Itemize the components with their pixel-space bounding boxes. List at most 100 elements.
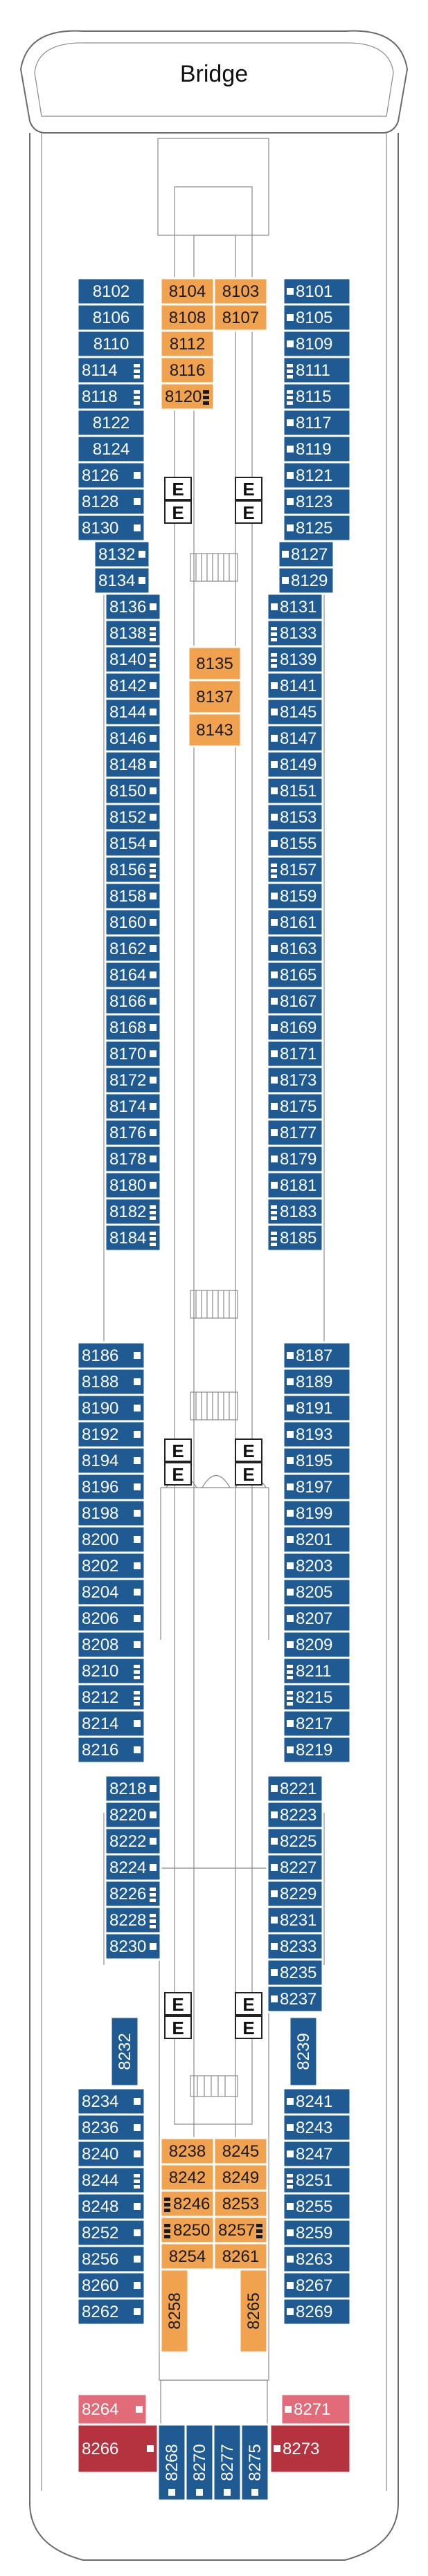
- cabin-8147[interactable]: 8147: [266, 724, 324, 753]
- cabin-8238[interactable]: 8238: [159, 2137, 215, 2166]
- cabin-8138[interactable]: 8138: [104, 619, 162, 648]
- cabin-8102[interactable]: 8102: [76, 277, 146, 306]
- cabin-8125[interactable]: 8125: [282, 513, 352, 542]
- cabin-8109[interactable]: 8109: [282, 329, 352, 358]
- cabin-8170[interactable]: 8170: [104, 1039, 162, 1068]
- cabin-8146[interactable]: 8146: [104, 724, 162, 753]
- cabin-8259[interactable]: 8259: [282, 2218, 352, 2247]
- cabin-8135[interactable]: 8135: [187, 646, 242, 682]
- cabin-8216[interactable]: 8216: [76, 1735, 146, 1764]
- cabin-8246[interactable]: 8246: [159, 2189, 215, 2218]
- cabin-8183[interactable]: 8183: [266, 1197, 324, 1226]
- cabin-8162[interactable]: 8162: [104, 934, 162, 963]
- cabin-8217[interactable]: 8217: [282, 1709, 352, 1738]
- cabin-8273[interactable]: 8273: [269, 2423, 352, 2474]
- cabin-8197[interactable]: 8197: [282, 1472, 352, 1501]
- cabin-8228[interactable]: 8228: [104, 1906, 162, 1935]
- cabin-8182[interactable]: 8182: [104, 1197, 162, 1226]
- cabin-8201[interactable]: 8201: [282, 1525, 352, 1554]
- cabin-8226[interactable]: 8226: [104, 1879, 162, 1908]
- cabin-8242[interactable]: 8242: [159, 2163, 215, 2192]
- cabin-8230[interactable]: 8230: [104, 1932, 162, 1961]
- cabin-8191[interactable]: 8191: [282, 1394, 352, 1423]
- cabin-8104[interactable]: 8104: [159, 277, 215, 306]
- cabin-8132[interactable]: 8132: [93, 540, 151, 569]
- cabin-8240[interactable]: 8240: [76, 2139, 146, 2168]
- cabin-8140[interactable]: 8140: [104, 645, 162, 674]
- cabin-8257[interactable]: 8257: [213, 2216, 269, 2245]
- cabin-8171[interactable]: 8171: [266, 1039, 324, 1068]
- cabin-8173[interactable]: 8173: [266, 1066, 324, 1095]
- cabin-8233[interactable]: 8233: [266, 1932, 324, 1961]
- cabin-8265[interactable]: 8265: [238, 2268, 269, 2354]
- cabin-8177[interactable]: 8177: [266, 1118, 324, 1147]
- cabin-8258[interactable]: 8258: [159, 2268, 190, 2354]
- cabin-8174[interactable]: 8174: [104, 1092, 162, 1121]
- cabin-8219[interactable]: 8219: [282, 1735, 352, 1764]
- cabin-8150[interactable]: 8150: [104, 776, 162, 805]
- cabin-8120[interactable]: 8120: [159, 382, 215, 411]
- cabin-8256[interactable]: 8256: [76, 2245, 146, 2274]
- cabin-8245[interactable]: 8245: [213, 2137, 269, 2166]
- cabin-8184[interactable]: 8184: [104, 1223, 162, 1252]
- cabin-8179[interactable]: 8179: [266, 1144, 324, 1173]
- cabin-8189[interactable]: 8189: [282, 1367, 352, 1396]
- cabin-8133[interactable]: 8133: [266, 619, 324, 648]
- cabin-8203[interactable]: 8203: [282, 1551, 352, 1580]
- cabin-8178[interactable]: 8178: [104, 1144, 162, 1173]
- cabin-8202[interactable]: 8202: [76, 1551, 146, 1580]
- cabin-8128[interactable]: 8128: [76, 487, 146, 516]
- cabin-8255[interactable]: 8255: [282, 2192, 352, 2221]
- cabin-8212[interactable]: 8212: [76, 1683, 146, 1712]
- cabin-8268[interactable]: 8268: [157, 2423, 187, 2502]
- cabin-8157[interactable]: 8157: [266, 855, 324, 884]
- cabin-8204[interactable]: 8204: [76, 1578, 146, 1607]
- cabin-8206[interactable]: 8206: [76, 1604, 146, 1633]
- cabin-8271[interactable]: 8271: [280, 2393, 352, 2426]
- cabin-8266[interactable]: 8266: [76, 2423, 159, 2474]
- cabin-8270[interactable]: 8270: [184, 2423, 215, 2502]
- cabin-8163[interactable]: 8163: [266, 934, 324, 963]
- cabin-8114[interactable]: 8114: [76, 356, 146, 385]
- cabin-8232[interactable]: 8232: [109, 2016, 140, 2088]
- cabin-8152[interactable]: 8152: [104, 803, 162, 832]
- cabin-8129[interactable]: 8129: [277, 566, 335, 595]
- cabin-8172[interactable]: 8172: [104, 1066, 162, 1095]
- cabin-8160[interactable]: 8160: [104, 908, 162, 937]
- cabin-8117[interactable]: 8117: [282, 408, 352, 437]
- cabin-8107[interactable]: 8107: [213, 303, 269, 332]
- cabin-8248[interactable]: 8248: [76, 2192, 146, 2221]
- cabin-8229[interactable]: 8229: [266, 1879, 324, 1908]
- cabin-8222[interactable]: 8222: [104, 1827, 162, 1856]
- cabin-8193[interactable]: 8193: [282, 1420, 352, 1449]
- cabin-8112[interactable]: 8112: [159, 329, 215, 358]
- cabin-8208[interactable]: 8208: [76, 1630, 146, 1659]
- cabin-8144[interactable]: 8144: [104, 697, 162, 727]
- cabin-8187[interactable]: 8187: [282, 1341, 352, 1370]
- cabin-8244[interactable]: 8244: [76, 2166, 146, 2195]
- cabin-8122[interactable]: 8122: [76, 408, 146, 437]
- cabin-8200[interactable]: 8200: [76, 1525, 146, 1554]
- cabin-8153[interactable]: 8153: [266, 803, 324, 832]
- cabin-8108[interactable]: 8108: [159, 303, 215, 332]
- cabin-8269[interactable]: 8269: [282, 2297, 352, 2326]
- cabin-8236[interactable]: 8236: [76, 2113, 146, 2142]
- cabin-8215[interactable]: 8215: [282, 1683, 352, 1712]
- cabin-8165[interactable]: 8165: [266, 960, 324, 989]
- cabin-8225[interactable]: 8225: [266, 1827, 324, 1856]
- cabin-8194[interactable]: 8194: [76, 1446, 146, 1475]
- cabin-8250[interactable]: 8250: [159, 2216, 215, 2245]
- cabin-8143[interactable]: 8143: [187, 712, 242, 748]
- cabin-8190[interactable]: 8190: [76, 1394, 146, 1423]
- cabin-8275[interactable]: 8275: [240, 2423, 270, 2502]
- cabin-8166[interactable]: 8166: [104, 987, 162, 1016]
- cabin-8241[interactable]: 8241: [282, 2087, 352, 2116]
- cabin-8175[interactable]: 8175: [266, 1092, 324, 1121]
- cabin-8121[interactable]: 8121: [282, 461, 352, 490]
- cabin-8142[interactable]: 8142: [104, 671, 162, 700]
- cabin-8214[interactable]: 8214: [76, 1709, 146, 1738]
- cabin-8220[interactable]: 8220: [104, 1800, 162, 1829]
- cabin-8154[interactable]: 8154: [104, 829, 162, 858]
- cabin-8141[interactable]: 8141: [266, 671, 324, 700]
- cabin-8156[interactable]: 8156: [104, 855, 162, 884]
